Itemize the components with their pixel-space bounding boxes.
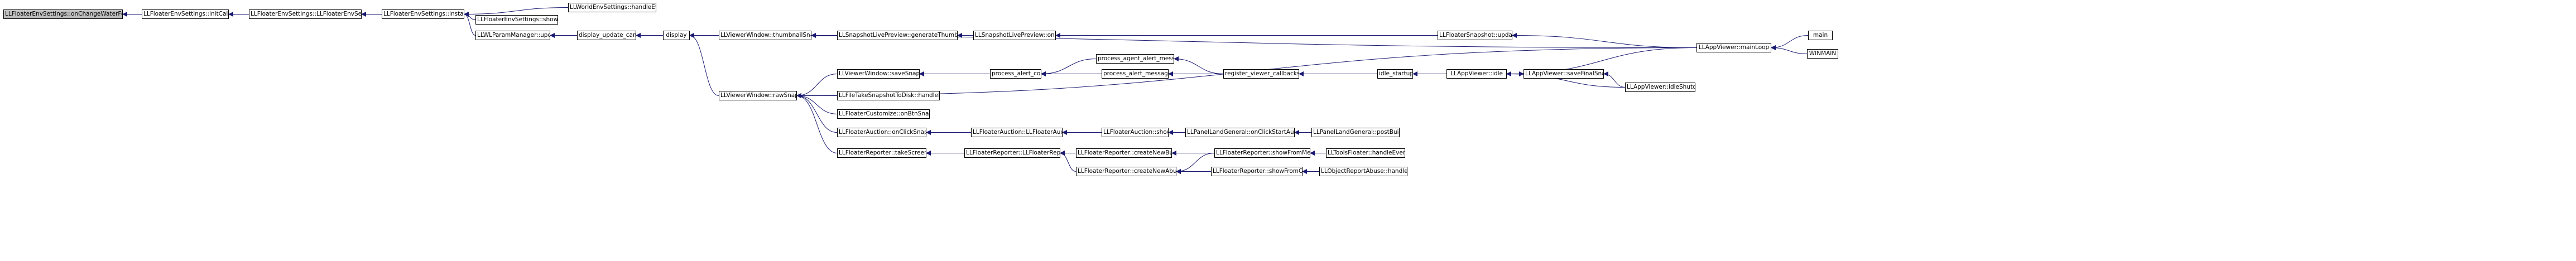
graph-edge-n4-n3 bbox=[464, 7, 569, 17]
graph-node-main[interactable]: main bbox=[1808, 31, 1833, 40]
graph-edge-n15-n13 bbox=[1771, 45, 1808, 54]
graph-edge-n19-n18 bbox=[1041, 59, 1097, 76]
graph-node-llappviewer-idle[interactable]: LLAppViewer::idle bbox=[1446, 69, 1507, 79]
graph-node-llviewerwindow-savesnapshot[interactable]: LLViewerWindow::saveSnapshot bbox=[837, 69, 920, 79]
graph-edge-n16-n8 bbox=[689, 33, 719, 96]
graph-node-llfloaterreporter-takescreenshot[interactable]: LLFloaterReporter::takeScreenshot bbox=[837, 148, 926, 158]
graph-node-llappviewer-savefinalsnapshot[interactable]: LLAppViewer::saveFinalSnapshot bbox=[1524, 69, 1604, 79]
graph-edge-n21-n19 bbox=[1174, 56, 1224, 74]
graph-edge-n6-n3 bbox=[464, 12, 476, 36]
graph-node-llobjectreportabuse-handleevent[interactable]: LLObjectReportAbuse::handleEvent bbox=[1319, 167, 1407, 176]
graph-node-llwlparammanager-update[interactable]: LLWLParamManager::update bbox=[475, 31, 550, 40]
graph-node-llfloaterauction-onclicksnapshot[interactable]: LLFloaterAuction::onClickSnapshot bbox=[837, 128, 926, 137]
graph-node-llviewerwindow-thumbnailsnapshot[interactable]: LLViewerWindow::thumbnailSnapshot bbox=[719, 31, 811, 40]
graph-node-idle-startup[interactable]: idle_startup bbox=[1377, 69, 1413, 79]
graph-node-llsnapshotlivepreview-generatethumbnailimage[interactable]: LLSnapshotLivePreview::generateThumbnail… bbox=[837, 31, 958, 40]
graph-node-llviewerwindow-rawsnapshot[interactable]: LLViewerWindow::rawSnapshot bbox=[719, 91, 797, 100]
graph-node-llfloaterenvsettings-onchangewaterfogdensity[interactable]: LLFloaterEnvSettings::onChangeWaterFogDe… bbox=[3, 9, 123, 19]
graph-edge-n28-n16 bbox=[796, 93, 838, 133]
graph-node-register-viewer-callbacks[interactable]: register_viewer_callbacks bbox=[1223, 69, 1299, 79]
graph-node-llfloaterreporter-showfromobject[interactable]: LLFloaterReporter::showFromObject bbox=[1211, 167, 1303, 176]
graph-node-llworldenvsettings-handleevent[interactable]: LLWorldEnvSettings::handleEvent bbox=[568, 3, 656, 12]
graph-node-display[interactable]: display bbox=[663, 31, 690, 40]
graph-node-llpanellandgeneral-postbuild[interactable]: LLPanelLandGeneral::postBuild bbox=[1311, 128, 1400, 137]
graph-node-llpanellandgeneral-onclickstartauction[interactable]: LLPanelLandGeneral::onClickStartAuction bbox=[1185, 128, 1295, 137]
graph-node-llfloaterreporter-showfrommenu[interactable]: LLFloaterReporter::showFromMenu bbox=[1214, 148, 1310, 158]
graph-node-winmain[interactable]: WINMAIN bbox=[1807, 49, 1838, 59]
graph-edge-n33-n16 bbox=[796, 93, 838, 153]
graph-node-llappviewer-idleshutdown[interactable]: LLAppViewer::idleShutdown bbox=[1625, 83, 1695, 92]
graph-node-llfloatercustomize-onbtnsnapshot[interactable]: LLFloaterCustomize::onBtnSnapshot bbox=[837, 109, 930, 119]
graph-edge-n13-n12 bbox=[1512, 33, 1697, 48]
graph-edge-n27-n16 bbox=[796, 93, 838, 114]
graph-node-llfloaterauction-show[interactable]: LLFloaterAuction::show bbox=[1102, 128, 1169, 137]
graph-edge-n25-n24 bbox=[1603, 71, 1626, 88]
graph-node-llappviewer-mainloop[interactable]: LLAppViewer::mainLoop bbox=[1696, 43, 1771, 52]
graph-node-llfiletakesnapshottodisk-handleevent[interactable]: LLFileTakeSnapshotToDisk::handleEvent bbox=[837, 91, 940, 100]
graph-edge-n38-n34 bbox=[1060, 151, 1076, 172]
graph-node-lltoolsfloater-handleevent[interactable]: LLToolsFloater::handleEvent bbox=[1326, 148, 1405, 158]
graph-edge-n17-n16 bbox=[796, 74, 838, 98]
graph-node-process-agent-alert-message[interactable]: process_agent_alert_message bbox=[1096, 54, 1174, 64]
graph-node-llfloaterreporter-createnewabusereporter[interactable]: LLFloaterReporter::createNewAbuseReporte… bbox=[1076, 167, 1176, 176]
graph-node-process-alert-message[interactable]: process_alert_message bbox=[1102, 69, 1169, 79]
graph-node-llfloaterreporter-llfloaterreporter[interactable]: LLFloaterReporter::LLFloaterReporter bbox=[964, 148, 1060, 158]
graph-node-llfloatersnapshot-update[interactable]: LLFloaterSnapshot::update bbox=[1438, 31, 1512, 40]
graph-node-llfloaterenvsettings-instance[interactable]: LLFloaterEnvSettings::instance bbox=[382, 9, 464, 19]
graph-node-llfloaterenvsettings-llfloaterenvsettings[interactable]: LLFloaterEnvSettings::LLFloaterEnvSettin… bbox=[249, 9, 362, 19]
graph-edge-n36-n38 bbox=[1176, 153, 1215, 174]
graph-node-llfloaterreporter-createnewbugreporter[interactable]: LLFloaterReporter::createNewBugReporter bbox=[1076, 148, 1172, 158]
graph-edge-n14-n13 bbox=[1771, 35, 1809, 50]
graph-node-llfloaterauction-llfloaterauction[interactable]: LLFloaterAuction::LLFloaterAuction bbox=[971, 128, 1063, 137]
graph-node-display-update-camera[interactable]: display_update_camera bbox=[577, 31, 636, 40]
graph-node-llfloaterenvsettings-initcallbacks[interactable]: LLFloaterEnvSettings::initCallbacks bbox=[142, 9, 229, 19]
graph-node-llfloaterenvsettings-show[interactable]: LLFloaterEnvSettings::show bbox=[475, 15, 558, 25]
graph-node-process-alert-core[interactable]: process_alert_core bbox=[990, 69, 1041, 79]
graph-node-llsnapshotlivepreview-onidle[interactable]: LLSnapshotLivePreview::onIdle bbox=[973, 31, 1056, 40]
